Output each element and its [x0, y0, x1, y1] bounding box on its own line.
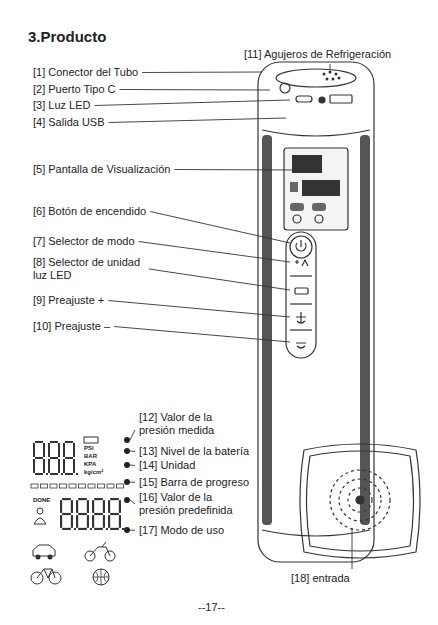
callout-label: [17] Modo de uso: [139, 524, 224, 537]
leader-line: [109, 118, 286, 123]
leader-line: [108, 301, 290, 318]
section-title: 3.Producto: [28, 28, 106, 46]
callout-label: [18] entrada: [291, 572, 350, 585]
unit-text: PSI: [84, 445, 94, 452]
intake-end-view: [300, 444, 420, 558]
leader-line: [130, 465, 135, 467]
callout-label: [4] Salida USB: [33, 116, 105, 129]
page-number: --17--: [198, 601, 225, 614]
callout-label: [8] Selector de unidad luz LED: [33, 256, 145, 282]
leader-line: [352, 528, 353, 569]
leader-line: [130, 451, 135, 453]
leader-dot: [124, 437, 130, 443]
unit-text: kg/cm²: [84, 469, 103, 476]
callout-label: [3] Luz LED: [33, 99, 90, 112]
leader-line: [94, 100, 290, 106]
leader-line: [142, 72, 262, 74]
callout-label: [11] Agujeros de Refrigeración: [244, 48, 391, 61]
leader-line: [120, 89, 270, 91]
leader-dot: [124, 479, 130, 485]
leader-line: [130, 430, 135, 440]
lcd-display: [31, 437, 124, 585]
leader-line: [130, 482, 135, 484]
leader-dot: [124, 527, 130, 533]
callout-label: [10] Preajuste –: [33, 320, 110, 333]
callout-label: [12] Valor de la presión medida: [139, 411, 243, 437]
callout-label: [9] Preajuste +: [33, 294, 104, 307]
leader-dot: [124, 448, 130, 454]
callout-label: [6] Botón de encendido: [33, 205, 146, 218]
callout-label: [5] Pantalla de Visualización: [33, 163, 170, 176]
callout-label: [7] Selector de modo: [33, 235, 135, 248]
leader-line: [114, 327, 290, 343]
leader-line: [150, 212, 290, 244]
unit-text: BAR: [84, 453, 97, 460]
leader-line: [130, 500, 135, 504]
unit-text: KPA: [84, 461, 96, 468]
leader-line: [149, 269, 290, 290]
leader-line: [139, 242, 290, 263]
status-text: DONE: [33, 497, 50, 504]
leader-dot: [124, 462, 130, 468]
leader-line: [174, 169, 300, 171]
callout-label: [14] Unidad: [139, 459, 195, 472]
callout-label: [13] Nivel de la batería: [139, 445, 249, 458]
callout-label: [15] Barra de progreso: [139, 476, 249, 489]
leader-dot: [124, 497, 130, 503]
callout-label: [16] Valor de la presión predefinida: [139, 491, 243, 517]
leader-line: [330, 64, 331, 70]
inflator-device: [258, 62, 374, 562]
leader-line: [130, 530, 135, 532]
callout-label: [1] Conector del Tubo: [33, 66, 138, 79]
callout-label: [2] Puerto Tipo C: [33, 83, 116, 96]
